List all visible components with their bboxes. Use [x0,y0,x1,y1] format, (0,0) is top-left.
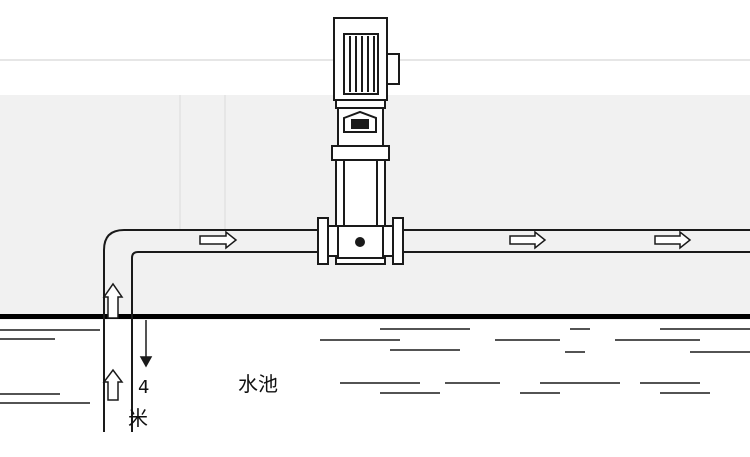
suction-pipe [103,229,318,432]
depth-indicator [139,320,153,368]
water-surface-line [0,314,750,319]
flow-arrow-icon [102,282,124,319]
flow-arrow-icon [654,230,692,250]
pump-icon [317,17,404,265]
flow-arrow-icon [102,368,124,401]
depth-value-label: 4 [138,377,150,398]
pool-label: 水池 [238,372,278,396]
inlet-flange [317,217,329,265]
flow-arrow-icon [102,230,692,401]
water-ripples [0,328,750,404]
flow-arrow-icon [199,230,238,250]
discharge-pipe [403,229,750,253]
motor-icon [333,17,400,101]
flow-arrow-icon [509,230,547,250]
outlet-flange [392,217,404,265]
depth-unit-label: 米 [128,406,148,430]
